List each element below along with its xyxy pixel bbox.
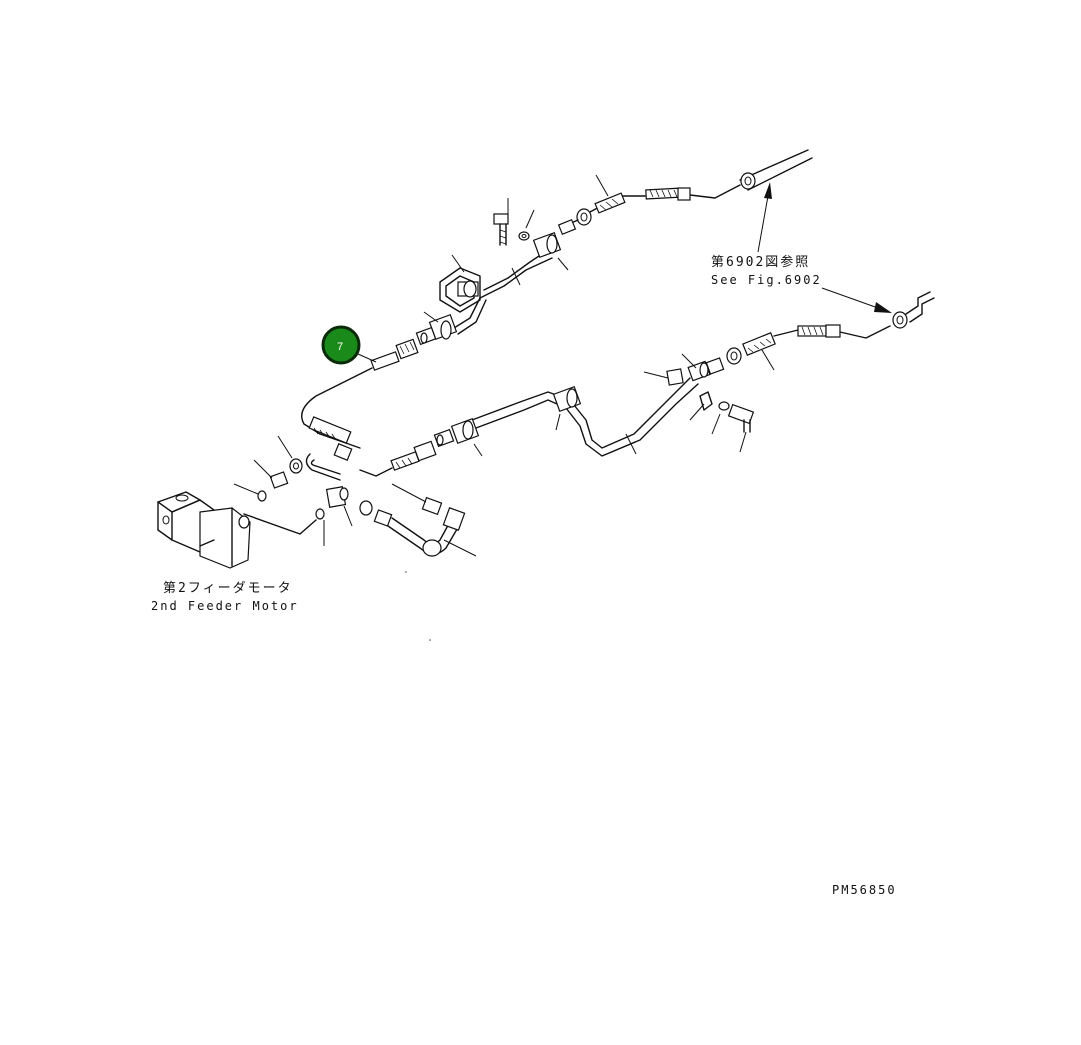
motor-label-jp: 第2フィーダモータ [163,581,293,596]
upper-hose-assembly [557,149,813,236]
stray-dot [429,639,431,641]
callout-number: 7 [337,341,343,353]
upper-clamp-tube [439,232,569,335]
see-figure-label-jp: 第6902図参照 [711,254,810,270]
callout-marker-7[interactable]: 7 [321,325,361,365]
callout-circle[interactable] [321,325,361,365]
lower-tube-assembly [359,377,699,477]
see-figure-label-en: See Fig.6902 [711,273,822,287]
reference-arrows [757,182,892,313]
middle-joint-cluster [301,311,458,449]
right-hose-assembly [681,291,935,382]
feeder-motor-shape [157,491,251,569]
lower-left-fittings [233,416,477,557]
motor-label-en: 2nd Feeder Motor [151,599,299,613]
bolt-washer-upper [493,198,535,246]
drawing-code: PM56850 [832,883,897,897]
stray-dot [405,571,407,573]
right-clamp-bolt [643,368,755,453]
